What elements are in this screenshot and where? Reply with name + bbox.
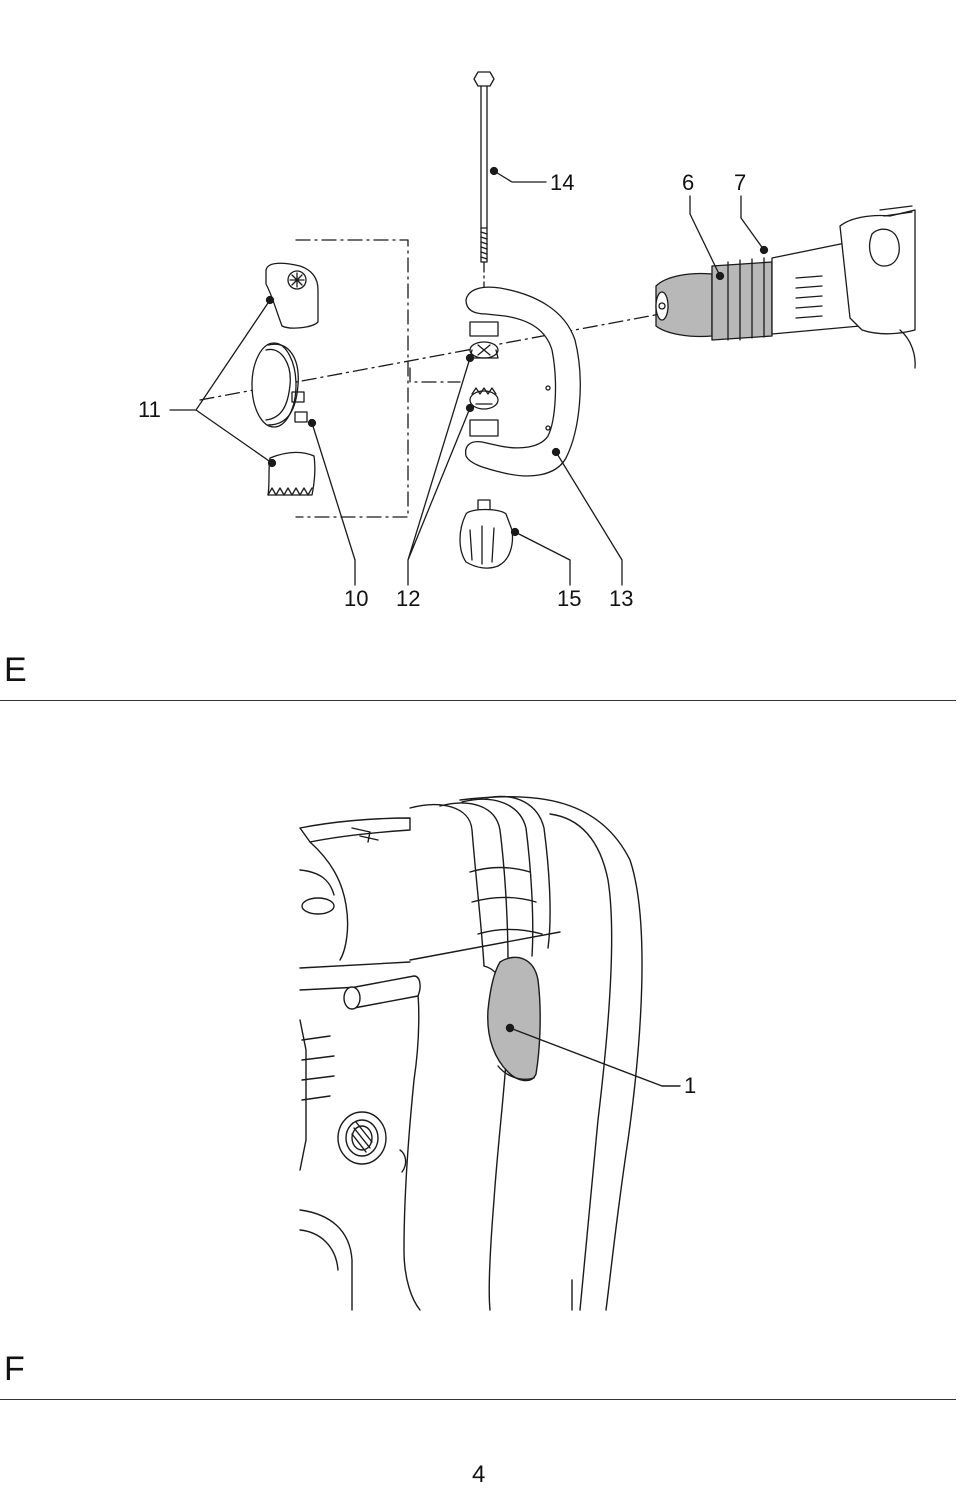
clamp-upper-11: [265, 262, 319, 329]
leader-10: [311, 422, 356, 586]
callout-6: 6: [682, 170, 695, 195]
section-letter-e: E: [4, 651, 27, 689]
lock-pin: [343, 975, 421, 1010]
callout-12: 12: [396, 586, 421, 611]
figure-f-trigger-closeup: [299, 795, 681, 1311]
callout-15: 15: [557, 586, 582, 611]
trigger-1: [487, 956, 541, 1082]
callout-13: 13: [609, 586, 634, 611]
tool-head: [655, 205, 916, 369]
bellows-ring-3: [461, 798, 534, 957]
grip-knob-15: [459, 499, 514, 569]
serrated-disc-lower-12: [469, 387, 499, 410]
threaded-socket: [337, 1111, 387, 1165]
leader-13: [555, 451, 623, 586]
housing-top: [299, 817, 411, 843]
leader-15: [514, 531, 571, 586]
rear-handle: [459, 795, 643, 1311]
callout-1: 1: [684, 1073, 697, 1098]
clamp-lower-11: [267, 451, 316, 496]
leader-6: [689, 195, 721, 277]
section-letter-f: F: [4, 1350, 25, 1388]
d-handle-13: [464, 286, 581, 477]
page-number: 4: [472, 1461, 486, 1488]
bolt-14: [473, 71, 495, 263]
callout-14: 14: [550, 170, 575, 195]
leader-1: [509, 1027, 681, 1087]
bellows-ring-1: [409, 803, 485, 967]
serrated-disc-upper-12: [469, 341, 499, 359]
leader-11: [169, 299, 273, 464]
callout-11: 11: [138, 397, 161, 422]
section-divider-f: [0, 1399, 956, 1400]
bellows-ring-2: [439, 802, 509, 963]
section-divider-e: [0, 700, 956, 701]
leader-7: [740, 195, 765, 251]
assembly-frame-line: [295, 239, 409, 518]
callout-7: 7: [734, 170, 747, 195]
figure-e-exploded-handle: [169, 71, 916, 586]
callout-10: 10: [344, 586, 369, 611]
clamp-band-10: [251, 342, 308, 428]
leader-12: [407, 357, 471, 586]
grip-front-edge: [403, 931, 561, 1311]
bellows-ring-4: [485, 795, 551, 949]
assembly-frame-line-2: [409, 367, 461, 383]
leader-14: [493, 170, 547, 183]
